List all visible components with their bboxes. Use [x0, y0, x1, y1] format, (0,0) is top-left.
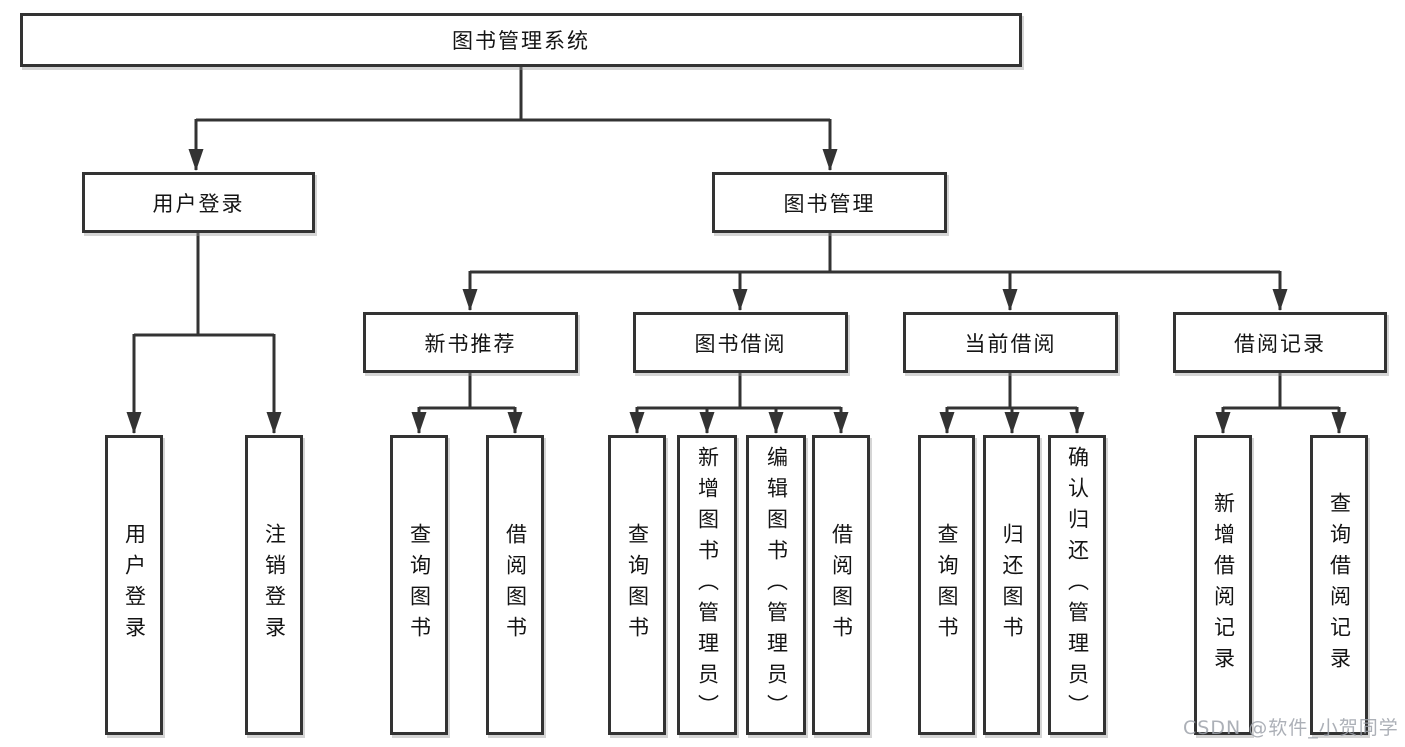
leaf-borrow-books: 借阅图书 — [812, 435, 870, 735]
leaf-logout-label: 注销登录 — [262, 523, 287, 647]
leaf-edit-books-admin: 编辑图书（管理员） — [746, 435, 806, 735]
leaf-query-borrow-record: 查询借阅记录 — [1310, 435, 1368, 735]
leaf-add-books-admin: 新增图书（管理员） — [677, 435, 737, 735]
node-new-book-recommend: 新书推荐 — [363, 312, 578, 373]
node-book-borrow: 图书借阅 — [633, 312, 848, 373]
node-borrow-records: 借阅记录 — [1173, 312, 1387, 373]
leaf-user-login-label: 用户登录 — [122, 523, 147, 647]
node-user-login: 用户登录 — [82, 172, 315, 233]
csdn-watermark: CSDN @软件_小贺同学 — [1183, 717, 1399, 739]
leaf-user-login: 用户登录 — [105, 435, 163, 735]
connector-current-borrow — [939, 372, 1085, 434]
connector-book-borrow — [629, 372, 849, 434]
connector-book-management — [462, 232, 1288, 311]
leaf-query-borrow-record-label: 查询借阅记录 — [1327, 492, 1352, 678]
leaf-borrow-books-label: 借阅图书 — [829, 523, 854, 647]
leaf-logout: 注销登录 — [245, 435, 303, 735]
connector-root — [188, 66, 838, 171]
leaf-query-books-current-label: 查询图书 — [935, 523, 959, 647]
connector-borrow-records — [1215, 372, 1347, 434]
node-library-system: 图书管理系统 — [20, 13, 1022, 67]
leaf-query-books-borrow-label: 查询图书 — [625, 523, 650, 647]
connector-new-book-recommend — [411, 372, 523, 434]
leaf-add-borrow-record-label: 新增借阅记录 — [1211, 492, 1236, 678]
leaf-query-books-borrow: 查询图书 — [608, 435, 666, 735]
node-current-borrow: 当前借阅 — [903, 312, 1118, 373]
leaf-add-borrow-record: 新增借阅记录 — [1194, 435, 1252, 735]
leaf-borrow-books-recommend: 借阅图书 — [486, 435, 544, 735]
leaf-add-books-admin-label: 新增图书（管理员） — [695, 445, 720, 725]
node-book-management: 图书管理 — [712, 172, 947, 233]
leaf-return-books-label: 归还图书 — [1000, 523, 1024, 647]
leaf-borrow-books-recommend-label: 借阅图书 — [503, 523, 528, 647]
leaf-query-books-recommend-label: 查询图书 — [407, 523, 432, 647]
leaf-confirm-return-admin: 确认归还（管理员） — [1048, 435, 1106, 735]
connector-user-login — [126, 232, 282, 434]
leaf-edit-books-admin-label: 编辑图书（管理员） — [764, 445, 789, 725]
leaf-confirm-return-admin-label: 确认归还（管理员） — [1065, 445, 1090, 725]
leaf-query-books-recommend: 查询图书 — [390, 435, 448, 735]
leaf-query-books-current: 查询图书 — [918, 435, 975, 735]
leaf-return-books: 归还图书 — [983, 435, 1040, 735]
